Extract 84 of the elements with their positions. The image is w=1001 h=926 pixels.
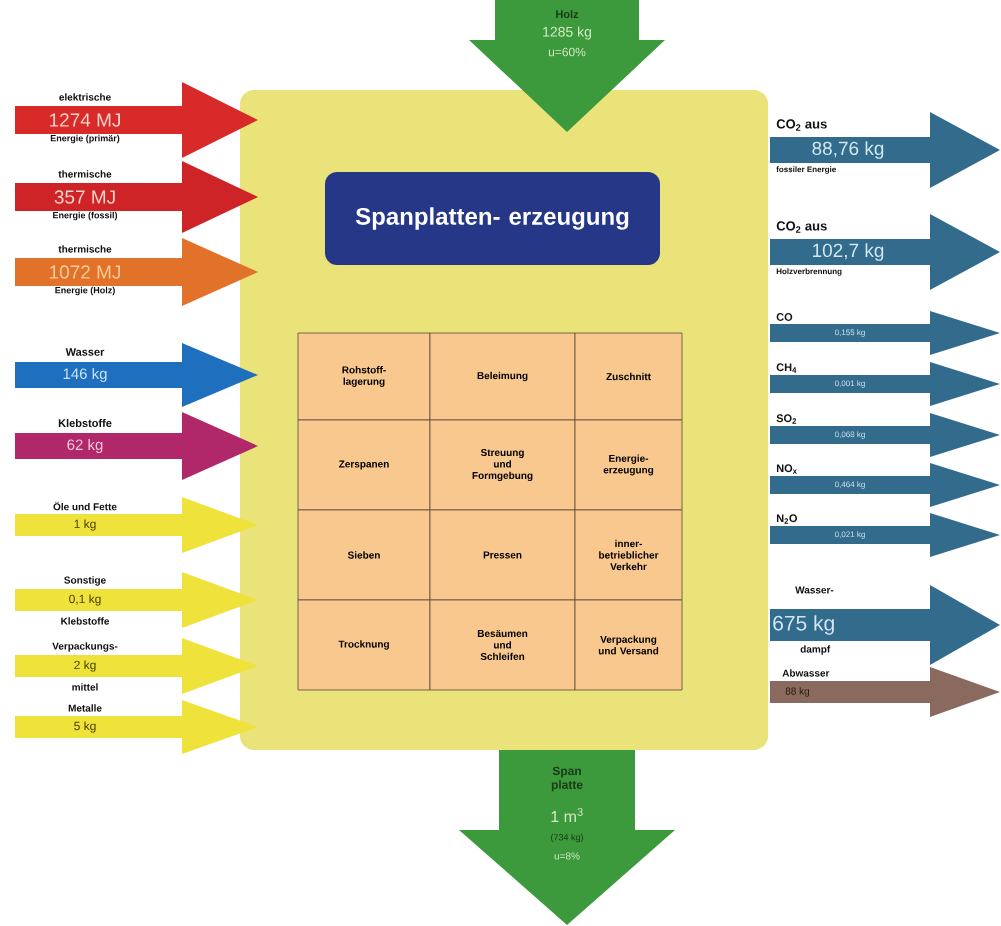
flow-label: Klebstoffe [58, 418, 112, 428]
puzzle-piece: inner- betrieblicher Verkehr [574, 509, 683, 601]
flow-label: CO [776, 313, 793, 321]
flow-band [15, 497, 258, 553]
flow-label: dampf [800, 645, 831, 655]
flow-label: SO$_{2}$ [776, 414, 797, 424]
flow-band [770, 667, 1000, 717]
value-label: 2 kg [74, 660, 96, 672]
flow-label: thermische [58, 170, 112, 178]
flow-label: Abwasser [782, 669, 830, 677]
flow-band [15, 700, 258, 754]
puzzle-piece: Besäumen und Schleifen [429, 599, 576, 691]
flow-band [770, 513, 1000, 557]
value-label: 675 kg [773, 615, 834, 635]
puzzle-piece: Zuschnitt [574, 332, 683, 421]
flow-band [459, 750, 675, 925]
puzzle-piece: Pressen [429, 509, 576, 601]
flow-band [15, 412, 258, 480]
flow-label: CH$_{4}$ [776, 363, 797, 373]
flow-label: u=60% [548, 47, 586, 57]
flow-label: u=8% [554, 852, 580, 860]
flow-label: Energie (primär) [50, 134, 120, 144]
puzzle-piece: Beleimung [429, 332, 576, 421]
flow-label: Span platte [551, 766, 583, 792]
value-label: 0,068 kg [834, 431, 865, 439]
value-label: 146 kg [63, 368, 107, 382]
flow-label: thermische [58, 245, 112, 253]
flow-label: fossiler Energie [776, 166, 836, 174]
puzzle-piece: Streuung und Formgebung [429, 419, 576, 511]
puzzle-piece: Sieben [297, 509, 431, 601]
flow-label: Energie (Holz) [55, 286, 115, 296]
flow-label: Holzverbrennung [776, 268, 842, 276]
flow-label: Metalle [68, 704, 102, 712]
flow-band [770, 585, 1000, 665]
value-label: 102,7 kg [813, 243, 884, 261]
value-label: 357 MJ [54, 190, 115, 204]
flow-band [15, 638, 258, 694]
value-label: 62 kg [67, 439, 103, 453]
value-label: 88 kg [785, 687, 809, 697]
title-box: Spanplatten- erzeugung [325, 172, 660, 265]
puzzle-piece: Verpackung und Versand [574, 599, 683, 691]
puzzle-piece: Trocknung [297, 599, 431, 691]
flow-band [770, 413, 1000, 457]
value-label: 0,464 kg [834, 481, 865, 489]
flow-band [770, 311, 1000, 355]
flow-label: N$_{2}$O [776, 514, 797, 524]
flow-band [15, 343, 258, 407]
flow-label: Sonstige [64, 576, 106, 586]
flow-label: elektrische [59, 93, 111, 101]
flow-label: Wasser- [795, 586, 834, 594]
flow-band [770, 112, 1000, 188]
flow-label: Energie (fossil) [53, 211, 118, 221]
flow-band [15, 161, 258, 233]
value-label: 1285 kg [543, 26, 591, 40]
value-label: 0,1 kg [69, 594, 101, 606]
puzzle-piece: Rohstoff- lagerung [297, 332, 431, 421]
value-label: 5 kg [74, 721, 96, 733]
flow-label: CO$_{2}$ aus [776, 221, 827, 233]
flow-label: NO$_{x}$ [776, 464, 797, 474]
flow-band [770, 362, 1000, 406]
value-label: 0,155 kg [834, 329, 865, 337]
puzzle-piece: Zerspanen [297, 419, 431, 511]
flow-label: (734 kg) [551, 833, 583, 843]
flow-label: Verpackungs- [52, 642, 118, 652]
puzzle-piece: Energie- erzeugung [574, 419, 683, 511]
value-label: 0,021 kg [834, 531, 865, 539]
value-label: 0,001 kg [834, 380, 865, 388]
flow-label: mittel [72, 683, 98, 691]
flow-label: Öle und Fette [53, 501, 117, 511]
flow-label: Wasser [65, 348, 105, 356]
flow-label: Klebstoffe [61, 617, 110, 625]
flow-band [15, 572, 258, 628]
value-label: 1 kg [74, 519, 96, 531]
value-label: 1274 MJ [50, 113, 120, 127]
flow-band [770, 463, 1000, 507]
value-label: 1 m$^{3}$ [551, 807, 583, 823]
flow-band [15, 82, 258, 158]
value-label: 1072 MJ [50, 265, 120, 279]
value-label: 88,76 kg [812, 141, 884, 159]
flow-band [770, 214, 1000, 290]
flow-label: Holz [556, 9, 579, 19]
flow-band [15, 238, 258, 306]
flow-band [469, 0, 665, 132]
flow-label: CO$_{2}$ aus [776, 119, 827, 131]
